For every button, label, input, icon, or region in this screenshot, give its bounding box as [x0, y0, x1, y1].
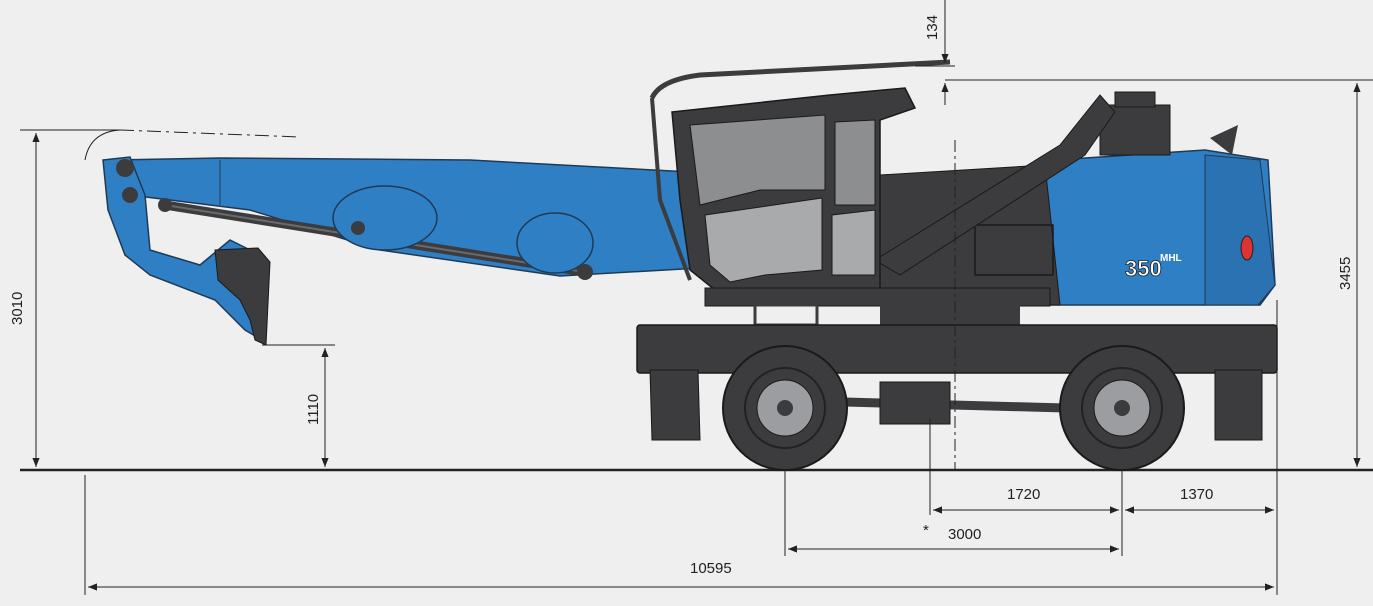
- model-logo-number: 350: [1125, 256, 1162, 281]
- front-wheel: [722, 345, 848, 471]
- total-height-label: 3455: [1337, 257, 1354, 290]
- wheelbase-label: 3000: [948, 526, 981, 543]
- dimension-slew-to-axle: 1720: [929, 418, 1119, 515]
- rear-overhang-label: 1370: [1180, 486, 1213, 503]
- wheelbase-marker: *: [923, 522, 929, 539]
- upper-carriage: MHL 350: [649, 59, 1276, 327]
- dimension-total-height: 3455: [945, 79, 1373, 467]
- model-logo-prefix: MHL: [1160, 253, 1182, 264]
- boom-assembly: [84, 129, 701, 346]
- dimension-boom-height: 3010: [9, 129, 120, 467]
- dimension-attachment-clearance: 1110: [262, 344, 335, 467]
- dimension-wheelbase: * 3000: [784, 470, 1123, 556]
- overall-length-label: 10595: [690, 560, 732, 577]
- rail-height-label: 134: [924, 15, 941, 40]
- dimension-rear-overhang: 1370: [1125, 486, 1274, 514]
- attachment-clearance-label: 1110: [305, 394, 322, 425]
- boom-height-label: 3010: [9, 292, 26, 325]
- slew-to-axle-label: 1720: [1007, 486, 1040, 503]
- undercarriage: [636, 140, 1278, 471]
- dimension-rail-height: 134: [915, 0, 955, 105]
- dimension-overall-length: 10595: [84, 300, 1278, 595]
- rear-wheel: [1059, 345, 1185, 471]
